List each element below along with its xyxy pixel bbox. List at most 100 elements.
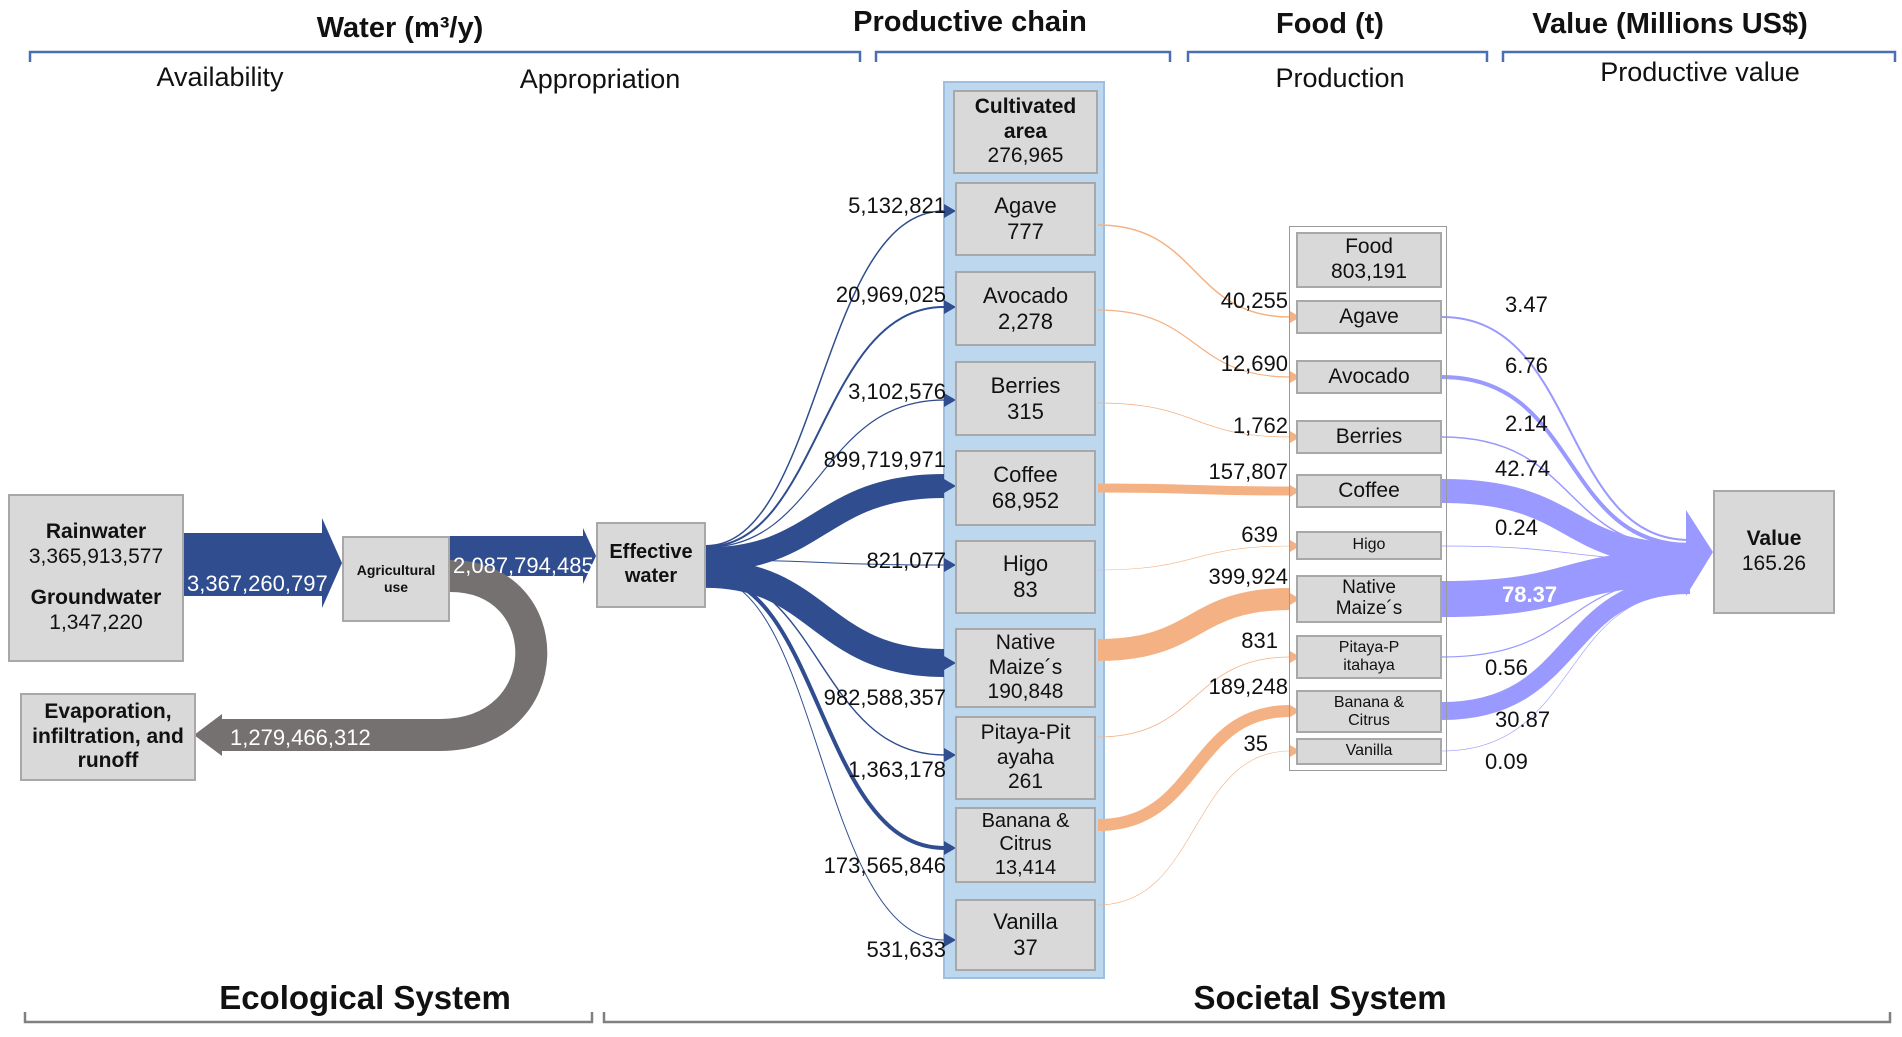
flow-label-to-losses: 1,279,466,312	[230, 725, 371, 750]
crop-box-banana-citrus: Banana & Citrus 13,414	[955, 807, 1096, 883]
crop-area: 68,952	[991, 488, 1060, 513]
crop-name: Banana & Citrus	[981, 809, 1070, 856]
flow-effective-water-to-avocado	[705, 306, 945, 548]
societal-system-label: Societal System	[1193, 979, 1447, 1016]
food-arrowhead-native-maize-s	[1290, 593, 1300, 605]
flow-effective-water-to-native-maize-s	[705, 559, 945, 677]
tons-label-berries: 1,762	[1232, 413, 1288, 438]
value-label-native-maize: 78.37	[1502, 582, 1558, 607]
food-arrowhead-coffee	[1290, 485, 1300, 497]
water-label-coffee: 899,719,971	[823, 447, 946, 472]
crop-area: 2,278	[997, 308, 1054, 334]
subheader-appropriation: Appropriation	[519, 64, 681, 94]
crop-name: Pitaya-Pitayaha	[980, 720, 1071, 769]
food-arrowhead-vanilla	[1290, 745, 1300, 757]
food-name: Higo	[1352, 536, 1386, 554]
flow-effective-water-to-coffee	[705, 474, 945, 572]
food-name: Pitaya-Pitahaya	[1338, 639, 1400, 674]
crop-area: 83	[1013, 577, 1038, 602]
food-name: Avocado	[1328, 364, 1410, 388]
source-box: Rainwater 3,365,913,577 Groundwater 1,34…	[8, 494, 184, 662]
food-name: Vanilla	[1345, 742, 1393, 760]
cultivated-area-title-box: Cultivated area 276,965	[953, 90, 1098, 174]
losses-label: Evaporation, infiltration, and runoff	[32, 699, 184, 773]
header-food: Food (t)	[1276, 8, 1384, 40]
flow-crop-to-food-banana-citrus	[1097, 705, 1291, 831]
food-name: Native Maize´s	[1335, 577, 1403, 619]
subheader-production: Production	[1275, 63, 1405, 93]
crop-box-higo: Higo 83	[955, 540, 1096, 614]
crop-name: Agave	[994, 193, 1057, 219]
flow-food-to-value-coffee	[1441, 479, 1691, 567]
arrowhead-higo	[944, 558, 956, 572]
flow-food-to-value-banana-citrus	[1441, 576, 1691, 720]
food-box-avocado: Avocado	[1296, 360, 1442, 394]
tons-label-agave: 40,255	[1220, 288, 1288, 313]
water-label-pitaya: 1,363,178	[848, 757, 946, 782]
food-name: Agave	[1339, 304, 1399, 328]
header-productive-chain: Productive chain	[853, 6, 1087, 38]
crop-area: 190,848	[987, 680, 1064, 704]
effective-water-box: Effective water	[596, 522, 706, 608]
ecological-bracket	[23, 1012, 594, 1024]
crop-area: 13,414	[994, 856, 1057, 879]
food-column	[1289, 226, 1447, 771]
effective-water-label: Effective water	[609, 541, 693, 587]
arrowhead-agave	[944, 204, 956, 218]
flow-crop-to-food-native-maize-s	[1097, 588, 1291, 661]
flow-effective-water-to-higo	[705, 559, 945, 566]
crop-name: Higo	[1002, 551, 1049, 577]
subheader-availability: Availability	[156, 62, 284, 92]
arrowhead-banana-citrus	[944, 841, 956, 855]
crop-name: Coffee	[993, 462, 1058, 488]
tons-label-coffee: 157,807	[1208, 459, 1288, 484]
food-bracket	[1186, 50, 1489, 62]
value-bracket	[1501, 50, 1897, 62]
arrowhead-native-maize-s	[944, 656, 956, 670]
flow-crop-to-food-higo	[1097, 545, 1291, 571]
flow-crop-to-food-avocado	[1097, 309, 1291, 378]
value-box: Value 165.26	[1713, 490, 1835, 614]
value-label-higo: 0.24	[1495, 515, 1538, 540]
value-title: Value	[1746, 527, 1802, 551]
flow-effective-water-to-agave	[705, 210, 945, 547]
tons-label-native-maize: 399,924	[1208, 564, 1288, 589]
food-title: Food	[1345, 235, 1393, 259]
societal-bracket	[602, 1012, 1892, 1024]
header-water: Water (m³/y)	[316, 12, 484, 44]
value-label-avocado: 6.76	[1505, 353, 1548, 378]
crop-box-native-maize: Native Maize´s 190,848	[955, 628, 1096, 708]
tons-label-vanilla: 35	[1243, 731, 1268, 756]
rainwater-label: Rainwater	[45, 520, 147, 544]
arrowhead-avocado	[944, 300, 956, 314]
food-arrowhead-agave	[1290, 311, 1300, 323]
food-box-agave: Agave	[1296, 300, 1442, 334]
water-label-agave: 5,132,821	[848, 193, 946, 218]
rainwater-value: 3,365,913,577	[28, 545, 164, 569]
flow-crop-to-food-berries	[1097, 402, 1291, 438]
flow-food-to-value-avocado	[1441, 375, 1691, 547]
food-title-box: Food 803,191	[1296, 232, 1442, 288]
crop-box-vanilla: Vanilla 37	[955, 899, 1096, 971]
food-name: Berries	[1335, 424, 1403, 448]
crop-name: Berries	[990, 372, 1061, 398]
crop-box-pitaya-pitayaha: Pitaya-Pitayaha 261	[955, 716, 1096, 800]
water-label-berries: 3,102,576	[848, 379, 946, 404]
agricultural-use-box: Agricultural use	[342, 536, 450, 622]
groundwater-value: 1,347,220	[49, 610, 143, 634]
arrowhead-berries	[944, 393, 956, 407]
crop-area: 777	[1007, 219, 1044, 244]
crop-name: Vanilla	[993, 909, 1058, 935]
tons-label-pitaya: 831	[1241, 628, 1278, 653]
flow-food-to-value-vanilla	[1441, 591, 1691, 752]
flow-crop-to-food-coffee	[1097, 483, 1291, 496]
productive-chain-bracket	[874, 50, 1172, 62]
food-box-vanilla: Vanilla	[1296, 738, 1442, 765]
value-label-banana-citrus: 30.87	[1495, 707, 1551, 732]
arrowhead-coffee	[944, 479, 956, 493]
arrowhead-pitaya-pitayaha	[944, 748, 956, 762]
tons-label-higo: 639	[1241, 522, 1278, 547]
water-label-vanilla: 531,633	[866, 937, 946, 962]
flow-effective-water-to-banana-citrus	[705, 574, 945, 850]
header-value: Value (Millions US$)	[1532, 8, 1808, 40]
